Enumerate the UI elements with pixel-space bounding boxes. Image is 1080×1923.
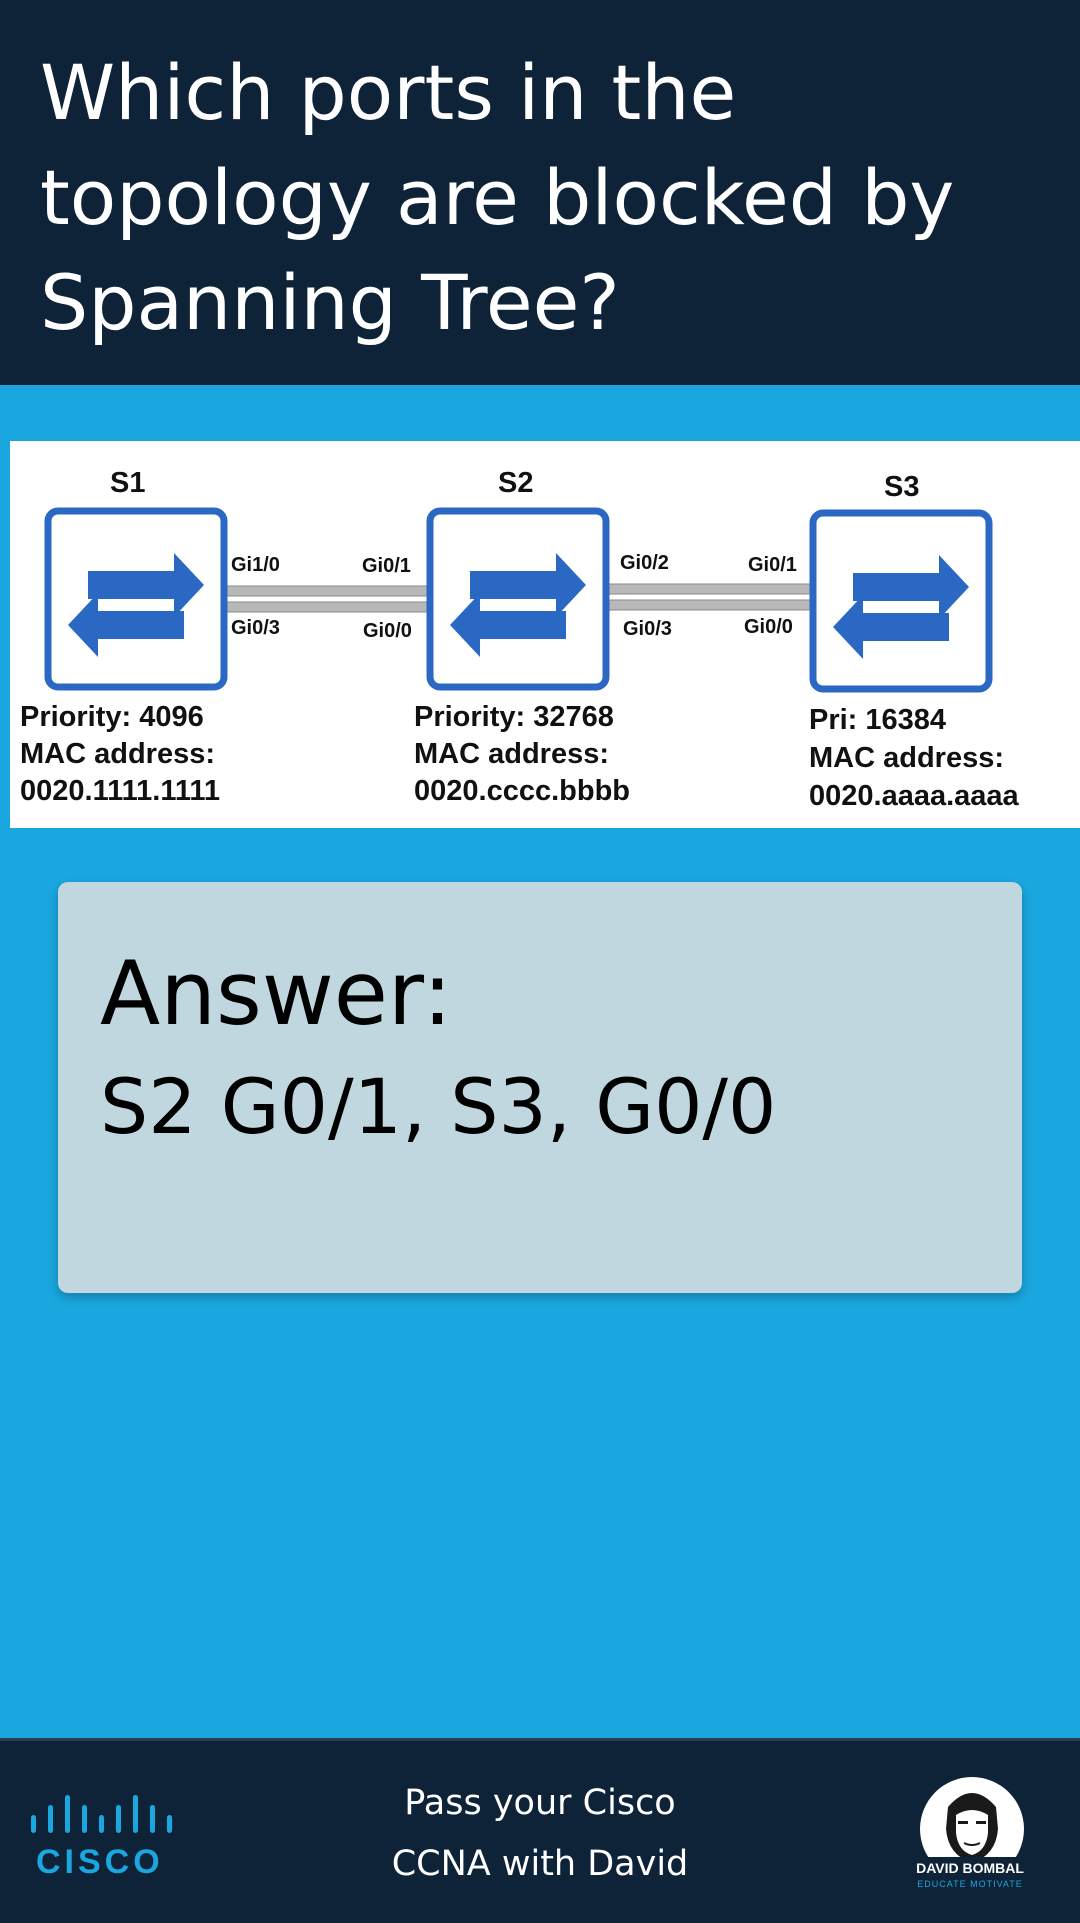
switch-name-s2: S2 — [498, 467, 533, 499]
link-s2-s3 — [606, 583, 821, 611]
topology-svg: S1 S2 S3 Gi1/0 Gi0/3 Gi0/1 Gi0/0 Gi0/2 G… — [20, 467, 1020, 812]
s3-mac: 0020.aaaa.aaaa — [809, 780, 1020, 812]
port-label-s3-gi0-1: Gi0/1 — [748, 554, 797, 576]
topology-diagram: S1 S2 S3 Gi1/0 Gi0/3 Gi0/1 Gi0/0 Gi0/2 G… — [10, 441, 1080, 828]
s3-mac-label: MAC address: — [809, 742, 1004, 774]
link-s1-s2 — [224, 585, 439, 613]
david-bombal-logo: DAVID BOMBAL EDUCATE MOTIVATE — [900, 1777, 1040, 1892]
port-label-s1-gi1-0: Gi1/0 — [231, 554, 280, 576]
brand-tagline: EDUCATE MOTIVATE — [917, 1879, 1023, 1889]
port-label-s2-gi0-0: Gi0/0 — [363, 620, 412, 642]
s1-mac-label: MAC address: — [20, 738, 215, 770]
switch-s1: S1 — [44, 467, 228, 691]
footer: CISCO Pass your Cisco CCNA with David DA… — [0, 1738, 1080, 1923]
question-title: Which ports in the topology are blocked … — [40, 48, 955, 347]
s2-priority: Priority: 32768 — [414, 701, 614, 733]
switch-s2: S2 — [426, 467, 610, 691]
port-label-s1-gi0-3: Gi0/3 — [231, 617, 280, 639]
s3-priority: Pri: 16384 — [809, 704, 946, 736]
s2-mac-label: MAC address: — [414, 738, 609, 770]
cisco-logo: CISCO — [31, 1795, 172, 1881]
footer-line-1: Pass your Cisco — [404, 1783, 676, 1823]
switch-s3: S3 — [809, 471, 993, 693]
answer-card: Answer: S2 G0/1, S3, G0/0 — [58, 882, 1022, 1293]
s2-mac: 0020.cccc.bbbb — [414, 775, 630, 807]
brand-name: DAVID BOMBAL — [916, 1860, 1024, 1876]
footer-line-2: CCNA with David — [391, 1844, 689, 1884]
switch-name-s1: S1 — [110, 467, 145, 499]
s1-mac: 0020.1111.1111 — [20, 775, 220, 807]
cisco-wordmark: CISCO — [36, 1843, 164, 1881]
port-label-s3-gi0-0: Gi0/0 — [744, 616, 793, 638]
port-label-s2-gi0-3: Gi0/3 — [623, 618, 672, 640]
footer-tagline: Pass your Cisco CCNA with David — [340, 1773, 740, 1895]
answer-text: S2 G0/1, S3, G0/0 — [100, 1062, 777, 1151]
s1-priority: Priority: 4096 — [20, 701, 204, 733]
question-header: Which ports in the topology are blocked … — [0, 0, 1080, 385]
port-label-s2-gi0-1: Gi0/1 — [362, 555, 411, 577]
port-label-s2-gi0-2: Gi0/2 — [620, 552, 669, 574]
switch-name-s3: S3 — [884, 471, 919, 503]
answer-heading: Answer: — [100, 942, 453, 1045]
